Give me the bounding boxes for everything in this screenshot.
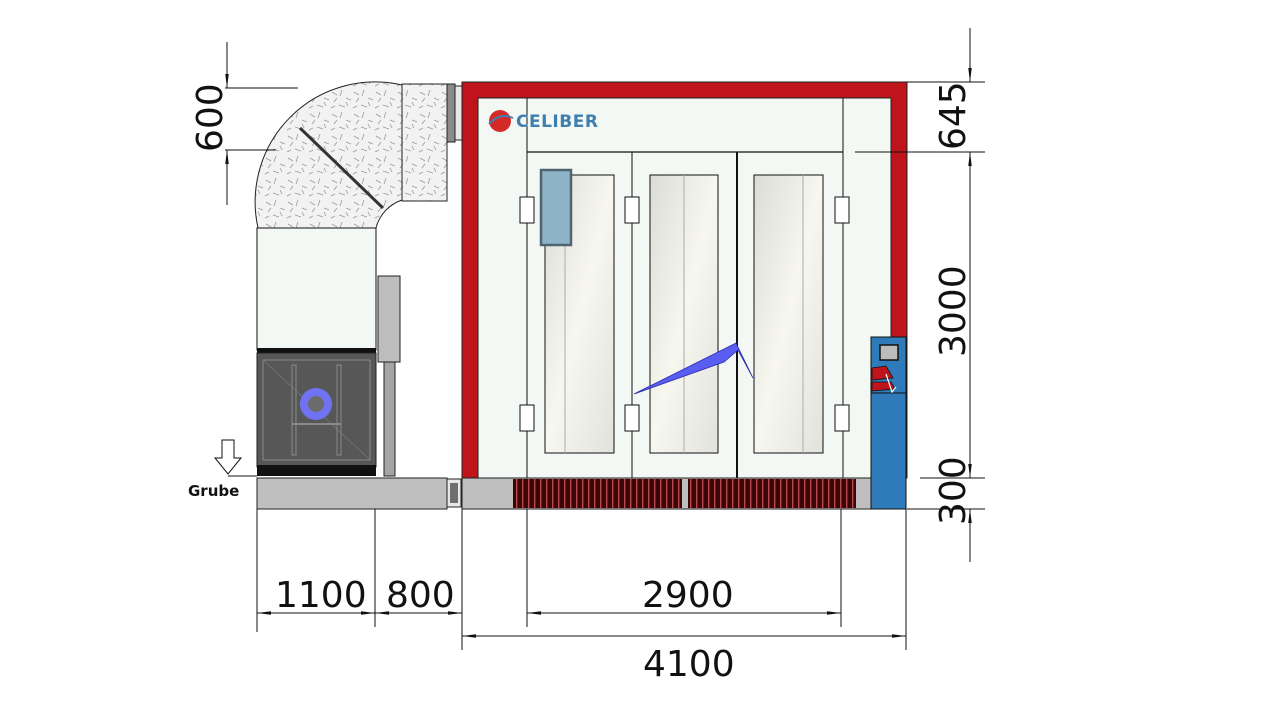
dimension-lines xyxy=(225,28,985,650)
hinge-icon xyxy=(834,404,850,432)
hinge-icon xyxy=(519,196,535,224)
floor-grate-left xyxy=(513,479,682,508)
pit-indicator: Grube xyxy=(188,439,257,500)
duct-flange xyxy=(298,126,385,210)
door-set xyxy=(519,152,850,478)
dim-duct-height: 600 xyxy=(190,83,231,152)
duct-straight xyxy=(401,83,448,202)
duct-elbow xyxy=(254,81,463,229)
support-pole xyxy=(383,361,396,477)
floor-grate-right xyxy=(688,479,856,508)
dim-fan-unit-width: 1100 xyxy=(275,575,367,616)
dim-base-height: 300 xyxy=(933,456,974,525)
brand-logo: CELIBER xyxy=(488,110,598,132)
door-label-plate xyxy=(539,168,573,247)
base-duct xyxy=(256,477,448,510)
control-box xyxy=(377,275,401,363)
door-handle-icon xyxy=(633,342,754,395)
door-window-3 xyxy=(753,174,824,454)
display-screen-icon xyxy=(879,344,899,361)
dim-booth-width: 4100 xyxy=(643,644,735,685)
dim-duct-gap: 800 xyxy=(386,575,455,616)
hinge-icon xyxy=(624,404,640,432)
duct-connector xyxy=(446,83,456,143)
dim-door-width: 2900 xyxy=(642,575,734,616)
dim-inner-height: 3000 xyxy=(933,265,974,357)
down-arrow-icon xyxy=(213,439,243,475)
fan-unit xyxy=(256,352,377,476)
brand-name: CELIBER xyxy=(516,112,598,132)
dim-plenum-height: 645 xyxy=(933,81,974,150)
hinge-icon xyxy=(624,196,640,224)
hinge-icon xyxy=(519,404,535,432)
pit-label: Grube xyxy=(188,482,239,500)
filter-box xyxy=(256,227,377,351)
hinge-icon xyxy=(834,196,850,224)
control-cabinet xyxy=(870,336,907,510)
